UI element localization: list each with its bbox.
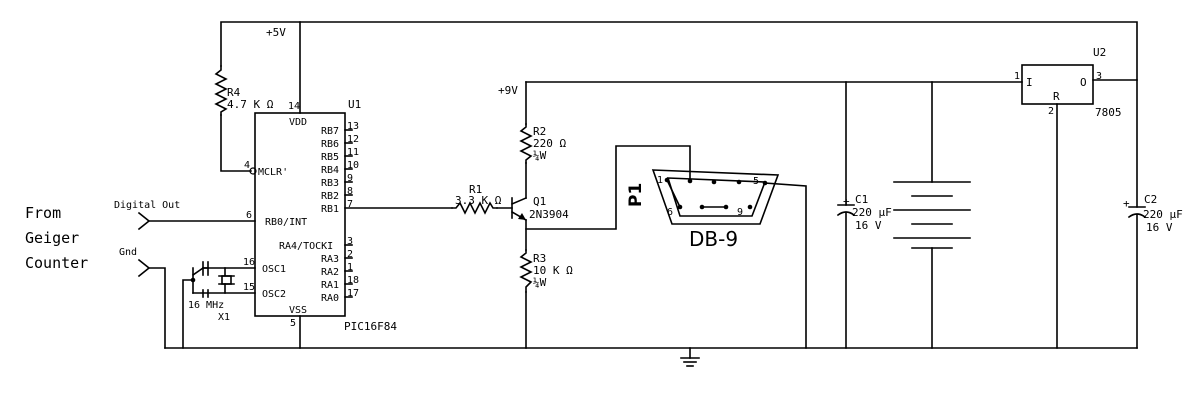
- pin-rb4-label: RB4: [321, 165, 339, 176]
- u2-regulator-7805: [1021, 64, 1094, 105]
- c1-value: 220 µF: [852, 206, 892, 219]
- pin-rb3-label: RB3: [321, 178, 339, 189]
- pin-ra2-label: RA2: [321, 267, 339, 278]
- pin-ra4-label: RA4/TOCKI: [279, 241, 333, 252]
- pin-ra3-label: RA3: [321, 254, 339, 265]
- pin-vdd-num: 14: [288, 101, 300, 112]
- c1-voltage: 16 V: [855, 219, 882, 232]
- r2-value: 220 Ω: [533, 137, 566, 150]
- db9-pin6: 6: [667, 207, 673, 218]
- u1-ref: U1: [348, 98, 361, 111]
- crystal-x1: [190, 261, 235, 298]
- resistor-r2: [519, 123, 533, 164]
- db9-pin9: 9: [737, 207, 743, 218]
- pin-vss-num: 5: [290, 318, 296, 329]
- u1-part: PIC16F84: [344, 320, 397, 333]
- pin-rb1-num: 7: [347, 199, 353, 210]
- source-label-line2: Geiger: [25, 229, 79, 247]
- db9-connector-p1: [651, 169, 780, 225]
- pin-ra0-label: RA0: [321, 293, 339, 304]
- pin-ra4-num: 3: [347, 236, 353, 247]
- x1-value: 16 MHz: [188, 300, 224, 311]
- r3-ref: R3: [533, 252, 546, 265]
- pin-osc1-num: 16: [243, 257, 255, 268]
- pin-ra2-num: 1: [347, 262, 353, 273]
- r1-ref: R1: [469, 183, 482, 196]
- r2-ref: R2: [533, 125, 546, 138]
- x1-ref: X1: [218, 312, 230, 323]
- source-label-line3: Counter: [25, 254, 88, 272]
- u2-part: 7805: [1095, 106, 1122, 119]
- pin-rb7-label: RB7: [321, 126, 339, 137]
- gnd-connector: [137, 258, 151, 278]
- pin-ra3-num: 2: [347, 249, 353, 260]
- digital-out-label: Digital Out: [114, 200, 180, 211]
- supply-5v-label: +5V: [266, 26, 286, 39]
- pin-rb5-label: RB5: [321, 152, 339, 163]
- pin-rb5-num: 11: [347, 147, 359, 158]
- u2-ref: U2: [1093, 46, 1106, 59]
- r3-power: ¼W: [533, 276, 547, 289]
- u2-pin2: 2: [1048, 106, 1054, 117]
- pin-rb0-label: RB0/INT: [265, 217, 307, 228]
- r4-ref: R4: [227, 86, 241, 99]
- pin-vss-label: VSS: [289, 305, 307, 316]
- capacitor-c2: [1127, 206, 1147, 219]
- wires: [148, 21, 1138, 367]
- c1-plus: +: [843, 195, 850, 208]
- pin-rb6-num: 12: [347, 134, 359, 145]
- pin-osc2-label: OSC2: [262, 289, 286, 300]
- transistor-q1: [510, 196, 528, 222]
- u2-gnd-label: R: [1053, 90, 1060, 103]
- battery-9v: [893, 181, 971, 249]
- capacitor-c1: [836, 204, 856, 217]
- pin-osc2-num: 15: [243, 282, 255, 293]
- u2-pin3: 3: [1096, 71, 1102, 82]
- pin-rb7-num: 13: [347, 121, 359, 132]
- pin-rb0-num: 6: [246, 210, 252, 221]
- pin-osc1-label: OSC1: [262, 264, 286, 275]
- pin-ra1-label: RA1: [321, 280, 339, 291]
- q1-ref: Q1: [533, 195, 546, 208]
- pin-vdd-label: VDD: [289, 117, 307, 128]
- u1-pic16f84: [249, 112, 353, 317]
- resistor-r3: [519, 249, 533, 293]
- pin-rb6-label: RB6: [321, 139, 339, 150]
- r3-value: 10 K Ω: [533, 264, 573, 277]
- u2-in-label: I: [1026, 76, 1033, 89]
- p1-ref: P1: [626, 183, 646, 207]
- c2-value: 220 µF: [1143, 208, 1183, 221]
- c1-ref: C1: [855, 193, 868, 206]
- digital-out-connector: [137, 211, 151, 231]
- pin-rb2-num: 8: [347, 186, 353, 197]
- c2-ref: C2: [1144, 193, 1157, 206]
- pin-mclr-label: MCLR': [258, 167, 288, 178]
- r2-power: ¼W: [533, 149, 547, 162]
- pin-ra1-num: 18: [347, 275, 359, 286]
- db9-name: DB-9: [689, 227, 738, 251]
- q1-value: 2N3904: [529, 208, 569, 221]
- u2-pin1: 1: [1014, 71, 1020, 82]
- source-label-line1: From: [25, 204, 61, 222]
- r4-value: 4.7 K Ω: [227, 98, 274, 111]
- supply-9v-label: +9V: [498, 84, 518, 97]
- u2-out-label: O: [1080, 76, 1087, 89]
- db9-pin5: 5: [753, 176, 759, 187]
- pin-rb3-num: 9: [347, 173, 353, 184]
- resistor-r1: [451, 201, 498, 215]
- pin-mclr-num: 4: [244, 160, 250, 171]
- c2-voltage: 16 V: [1146, 221, 1173, 234]
- db9-pin1: 1: [657, 175, 663, 186]
- resistor-r4: [214, 65, 228, 116]
- pin-rb1-label: RB1: [321, 204, 339, 215]
- pin-rb4-num: 10: [347, 160, 359, 171]
- gnd-label: Gnd: [119, 247, 137, 258]
- pin-ra0-num: 17: [347, 288, 359, 299]
- c2-plus: +: [1123, 197, 1130, 210]
- pin-rb2-label: RB2: [321, 191, 339, 202]
- r1-value: 3.3 K Ω: [455, 194, 502, 207]
